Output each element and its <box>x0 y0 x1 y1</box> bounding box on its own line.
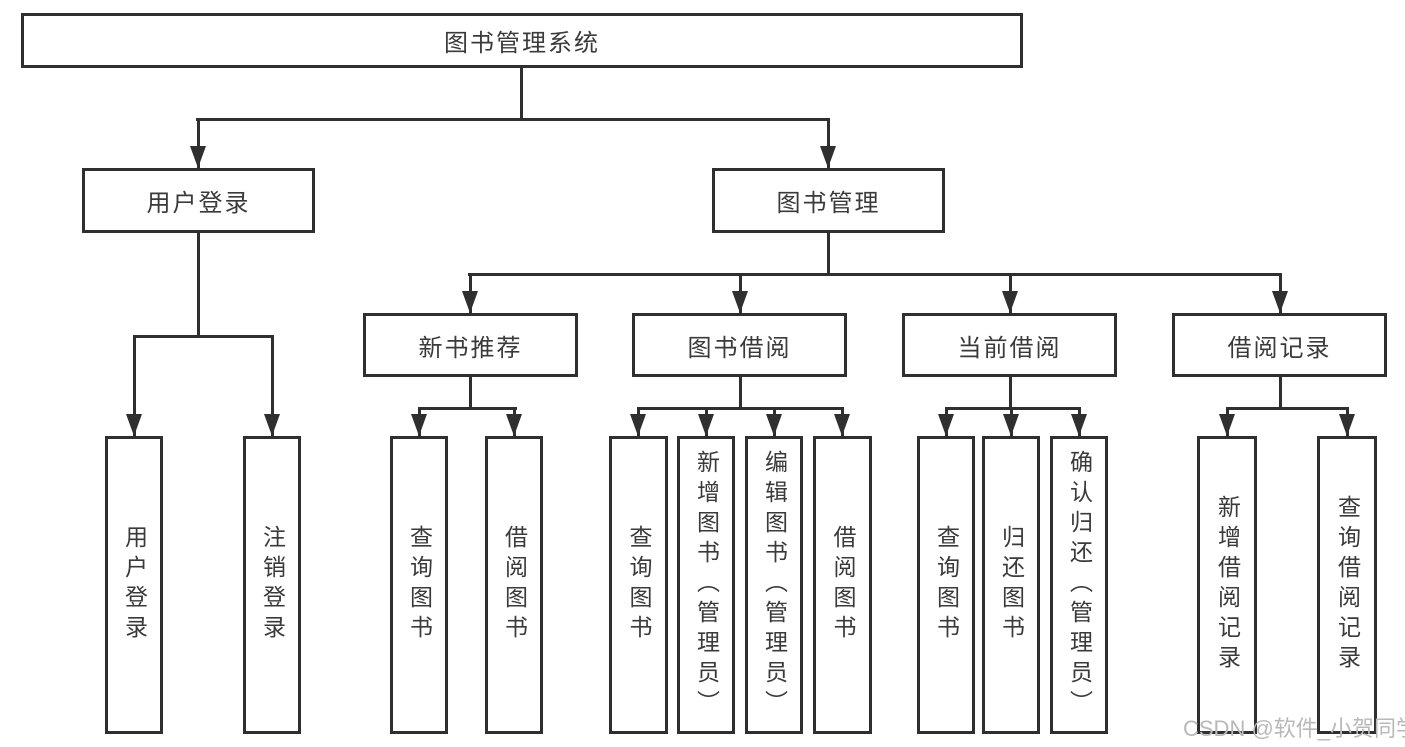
arrowhead-icon <box>1339 414 1355 436</box>
leaf-add-books-admin-label: 新增图书（管理员） <box>693 450 720 720</box>
connector-current-stem <box>1009 377 1012 407</box>
arrowhead-icon <box>732 291 748 313</box>
connector-root-bar <box>196 118 830 121</box>
leaf-confirm-return-admin: 确认归还（管理员） <box>1050 436 1108 734</box>
connector-borrow-stem <box>739 377 742 407</box>
connector-records-bar <box>1226 407 1349 410</box>
leaf-query-borrow-record-label: 查询借阅记录 <box>1334 495 1361 675</box>
leaf-logout: 注销登录 <box>243 436 301 734</box>
leaf-query-books-current-label: 查询图书 <box>933 525 960 645</box>
connector-user-login-bar <box>133 335 274 338</box>
arrowhead-icon <box>190 146 206 168</box>
leaf-query-books-recommend-label: 查询图书 <box>406 525 433 645</box>
node-book-management: 图书管理 <box>712 168 945 233</box>
leaf-add-borrow-record: 新增借阅记录 <box>1197 436 1257 734</box>
arrowhead-icon <box>411 414 427 436</box>
arrowhead-icon <box>938 414 954 436</box>
arrowhead-icon <box>698 414 714 436</box>
leaf-borrow-books-recommend: 借阅图书 <box>485 436 543 734</box>
connector-to-book-management <box>827 118 830 168</box>
leaf-query-books-current: 查询图书 <box>917 436 975 734</box>
leaf-edit-books-admin-label: 编辑图书（管理员） <box>761 450 788 720</box>
node-user-login: 用户登录 <box>82 168 315 233</box>
node-root: 图书管理系统 <box>21 13 1023 68</box>
arrowhead-icon <box>766 414 782 436</box>
leaf-return-books: 归还图书 <box>982 436 1040 734</box>
connector-book-management-stem <box>827 233 830 273</box>
node-new-book-recommend-label: 新书推荐 <box>418 334 523 362</box>
connector-current-bar <box>945 407 1081 410</box>
arrowhead-icon <box>1219 414 1235 436</box>
arrowhead-icon <box>1071 414 1087 436</box>
arrowhead-icon <box>630 414 646 436</box>
connector-root-stem <box>520 68 523 118</box>
connector-borrow-bar <box>637 407 844 410</box>
arrowhead-icon <box>506 414 522 436</box>
arrowhead-icon <box>264 414 280 436</box>
leaf-query-books-recommend: 查询图书 <box>390 436 448 734</box>
connector-recommend-stem <box>469 377 472 407</box>
leaf-borrow-books-recommend-label: 借阅图书 <box>501 525 528 645</box>
leaf-confirm-return-admin-label: 确认归还（管理员） <box>1066 450 1093 720</box>
connector-book-management-bar <box>468 273 1282 276</box>
node-current-borrow-label: 当前借阅 <box>957 334 1062 362</box>
leaf-logout-label: 注销登录 <box>259 525 286 645</box>
leaf-borrow-books-label: 借阅图书 <box>830 525 856 645</box>
arrowhead-icon <box>126 414 142 436</box>
leaf-query-borrow-record: 查询借阅记录 <box>1317 436 1377 734</box>
node-book-management-label: 图书管理 <box>776 190 881 217</box>
connector-leaf-stem <box>271 335 274 436</box>
connector-records-stem <box>1279 377 1282 407</box>
connector-leaf-stem <box>133 335 136 436</box>
csdn-watermark: CSDN @软件_小贺同学 <box>1183 716 1405 741</box>
node-book-borrow-label: 图书借阅 <box>687 334 792 362</box>
leaf-add-borrow-record-label: 新增借阅记录 <box>1214 495 1241 675</box>
leaf-query-books-borrow-label: 查询图书 <box>626 525 652 645</box>
connector-user-login-stem <box>197 233 200 335</box>
node-borrow-records: 借阅记录 <box>1172 313 1387 377</box>
leaf-edit-books-admin: 编辑图书（管理员） <box>745 436 803 734</box>
node-borrow-records-label: 借阅记录 <box>1227 334 1332 362</box>
leaf-user-login: 用户登录 <box>105 436 163 734</box>
connector-to-user-login <box>197 118 200 168</box>
arrowhead-icon <box>1003 414 1019 436</box>
node-current-borrow: 当前借阅 <box>902 313 1117 377</box>
leaf-query-books-borrow: 查询图书 <box>609 436 668 734</box>
connector-recommend-bar <box>418 407 517 410</box>
arrowhead-icon <box>1272 291 1288 313</box>
arrowhead-icon <box>834 414 850 436</box>
leaf-add-books-admin: 新增图书（管理员） <box>677 436 735 734</box>
arrowhead-icon <box>462 291 478 313</box>
leaf-borrow-books: 借阅图书 <box>813 436 872 734</box>
leaf-user-login-label: 用户登录 <box>121 525 148 645</box>
node-new-book-recommend: 新书推荐 <box>363 313 578 377</box>
arrowhead-icon <box>1002 291 1018 313</box>
node-book-borrow: 图书借阅 <box>632 313 847 377</box>
node-root-label: 图书管理系统 <box>444 30 600 57</box>
node-user-login-label: 用户登录 <box>146 190 251 217</box>
leaf-return-books-label: 归还图书 <box>998 525 1025 645</box>
arrowhead-icon <box>820 146 836 168</box>
